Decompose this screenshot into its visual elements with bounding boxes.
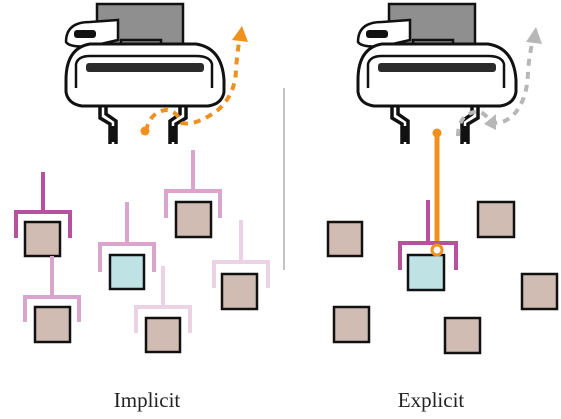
block-icon [220,272,259,311]
block-icon [326,220,364,258]
panel-explicit [326,2,559,355]
trajectory-arrow-orange [140,26,248,136]
explicit-grasp-target [398,200,458,292]
candidate-grasp-1 [14,172,72,258]
robot-gripper-icon [64,2,226,146]
candidate-grasp-5 [134,266,192,354]
caption-implicit: Implicit [113,388,181,412]
candidate-grasp-4 [212,220,270,311]
block-icon [476,200,516,239]
candidate-grasp-3 [164,150,222,239]
block-icon [332,305,371,344]
block-icon [174,200,213,239]
block-icon [520,272,559,311]
candidate-grasp-2 [23,256,81,344]
panel-implicit [14,2,270,354]
target-block-icon [406,253,446,292]
target-block-icon [108,253,146,291]
caption-explicit: Explicit [397,388,465,412]
block-icon [23,220,62,258]
trajectory-arrow-gray [456,27,542,137]
block-icon [443,316,482,355]
explicit-grasp-line [432,128,442,248]
block-icon [144,316,182,354]
candidate-grasp-target [98,202,156,291]
block-icon [33,305,72,344]
